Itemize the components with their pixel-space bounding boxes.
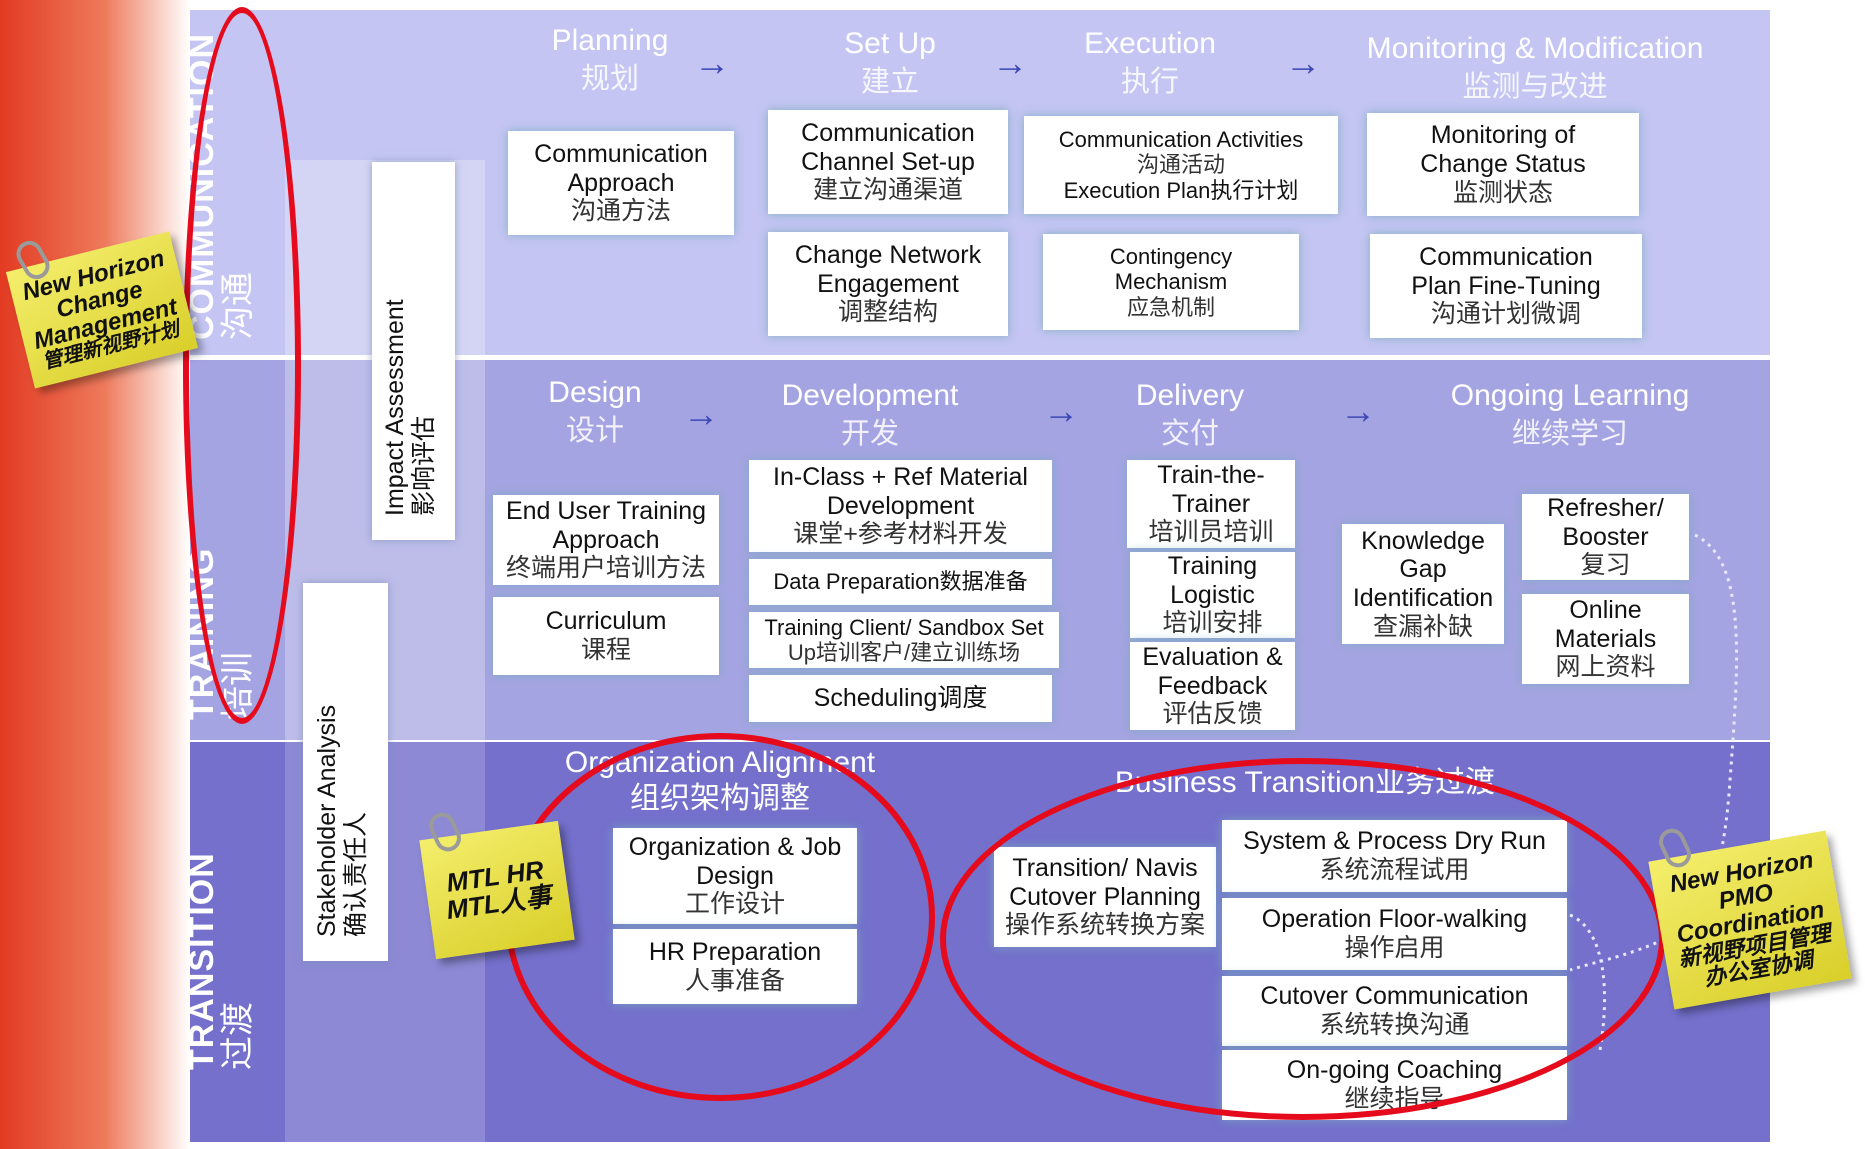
online-materials-box: Online Materials 网上资料	[1522, 594, 1689, 684]
curriculum-box: Curriculum 课程	[493, 597, 719, 675]
arrow-icon: →	[992, 42, 1028, 83]
arrow-icon: →	[1043, 390, 1079, 431]
evaluation-feedback-box: Evaluation & Feedback 评估反馈	[1130, 642, 1295, 730]
arrow-icon: →	[1340, 390, 1376, 431]
stakeholder-analysis-label: Stakeholder Analysis 确认责任人	[313, 704, 370, 937]
stakeholder-analysis-box	[303, 583, 388, 961]
communication-approach-box: Communication Approach 沟通方法	[508, 131, 734, 235]
floor-walking-box: Operation Floor-walking 操作启用	[1222, 898, 1567, 970]
arrow-icon: →	[1285, 42, 1321, 83]
train-the-trainer-box: Train-the- Trainer 培训员培训	[1127, 460, 1295, 548]
business-transition-title: Business Transition业务过渡	[1114, 766, 1496, 799]
impact-assessment-box	[372, 162, 455, 540]
scheduling-box: Scheduling调度	[749, 675, 1052, 722]
channel-setup-box: Communication Channel Set-up 建立沟通渠道	[768, 110, 1008, 214]
impact-assessment-label: Impact Assessment 影响评估	[381, 299, 438, 516]
section-label-communication: COMMUNICATION 沟通	[183, 33, 257, 340]
sandbox-setup-box: Training Client/ Sandbox Set Up培训客户/建立训练…	[749, 612, 1059, 668]
monitoring-status-box: Monitoring of Change Status 监测状态	[1367, 113, 1639, 216]
section-label-training: TRAINING 培训	[183, 547, 257, 720]
section-label-transition: TRANSITION 过渡	[183, 852, 257, 1070]
plan-finetuning-box: Communication Plan Fine-Tuning 沟通计划微调	[1370, 234, 1642, 338]
inclass-material-box: In-Class + Ref Material Development 课堂+参…	[749, 460, 1052, 552]
arrow-icon: →	[694, 42, 730, 83]
left-red-gradient	[0, 0, 190, 1149]
ongoing-coaching-box: On-going Coaching 继续指导	[1222, 1050, 1567, 1120]
change-network-box: Change Network Engagement 调整结构	[768, 232, 1008, 336]
training-logistic-box: Training Logistic 培训安排	[1130, 552, 1295, 638]
hr-preparation-box: HR Preparation 人事准备	[613, 929, 857, 1004]
arrow-icon: →	[683, 393, 719, 434]
end-user-training-box: End User Training Approach 终端用户培训方法	[493, 495, 719, 585]
refresher-booster-box: Refresher/ Booster 复习	[1522, 494, 1689, 580]
contingency-mechanism-box: Contingency Mechanism 应急机制	[1043, 234, 1299, 330]
communication-activities-box: Communication Activities 沟通活动 Execution …	[1024, 116, 1338, 214]
dry-run-box: System & Process Dry Run 系统流程试用	[1222, 820, 1567, 892]
org-job-design-box: Organization & Job Design 工作设计	[613, 828, 857, 924]
data-preparation-box: Data Preparation数据准备	[749, 559, 1052, 605]
cutover-planning-box: Transition/ Navis Cutover Planning 操作系统转…	[994, 847, 1216, 947]
knowledge-gap-box: Knowledge Gap Identification 查漏补缺	[1342, 524, 1504, 644]
cutover-communication-box: Cutover Communication 系统转换沟通	[1222, 976, 1567, 1046]
